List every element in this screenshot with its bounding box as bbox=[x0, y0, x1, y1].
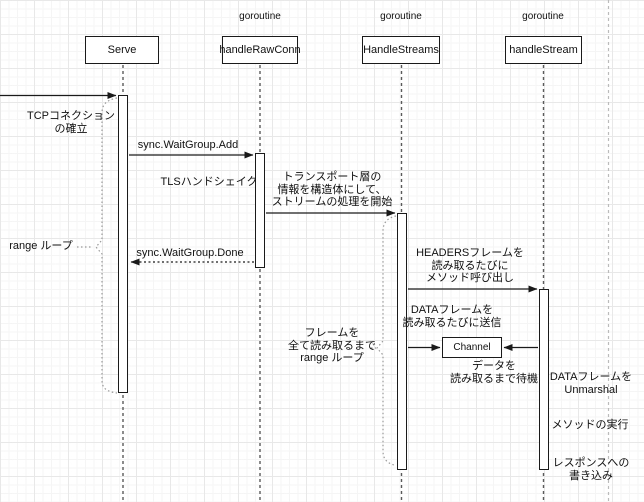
label-wait-data: データを 読み取るまで待機 bbox=[450, 360, 538, 385]
participant-handlestreams-label: HandleStreams bbox=[363, 44, 439, 56]
activation-handlestreams bbox=[397, 213, 407, 470]
stereotype-handlerawconn: goroutine bbox=[239, 11, 281, 22]
participant-serve: Serve bbox=[85, 36, 159, 64]
range-loop-brace-serve bbox=[95, 97, 118, 394]
label-unmarshal: DATAフレームを Unmarshal bbox=[549, 371, 633, 396]
label-transport-start: トランスポート層の 情報を構造体にして、 ストリームの処理を開始 bbox=[271, 171, 393, 208]
stereotype-handlestream: goroutine bbox=[522, 11, 564, 22]
participant-handlestream: handleStream bbox=[505, 36, 582, 64]
activation-handlestream bbox=[539, 289, 549, 470]
participant-handlerawconn-label: handleRawConn bbox=[219, 44, 301, 56]
channel-box: Channel bbox=[442, 337, 502, 358]
label-data-send: DATAフレームを 読み取るたびに送信 bbox=[402, 304, 502, 329]
participant-handlerawconn: handleRawConn bbox=[219, 36, 301, 64]
activation-serve bbox=[118, 95, 128, 393]
stereotype-handlestreams: goroutine bbox=[380, 11, 422, 22]
label-tls-handshake: TLSハンドシェイク bbox=[160, 176, 258, 188]
channel-label: Channel bbox=[453, 342, 491, 353]
activation-handlerawconn bbox=[255, 153, 265, 268]
participant-handlestream-label: handleStream bbox=[509, 44, 578, 56]
label-waitgroup-done: sync.WaitGroup.Done bbox=[136, 247, 244, 259]
label-headers-callback: HEADERSフレームを 読み取るたびに メソッド呼び出し bbox=[416, 247, 524, 284]
participant-serve-label: Serve bbox=[107, 44, 137, 56]
label-range-loop: range ループ bbox=[9, 240, 73, 252]
label-response-write: レスポンスへの 書き込み bbox=[552, 457, 630, 482]
label-waitgroup-add: sync.WaitGroup.Add bbox=[137, 139, 239, 151]
label-tcp-establish: TCPコネクション の確立 bbox=[27, 110, 115, 135]
label-method-exec: メソッドの実行 bbox=[551, 419, 629, 431]
participant-handlestreams: HandleStreams bbox=[362, 36, 440, 64]
label-frames-range-loop: フレームを 全て読み取るまで range ループ bbox=[288, 327, 376, 364]
range-loop-brace-handlestreams bbox=[376, 215, 397, 467]
